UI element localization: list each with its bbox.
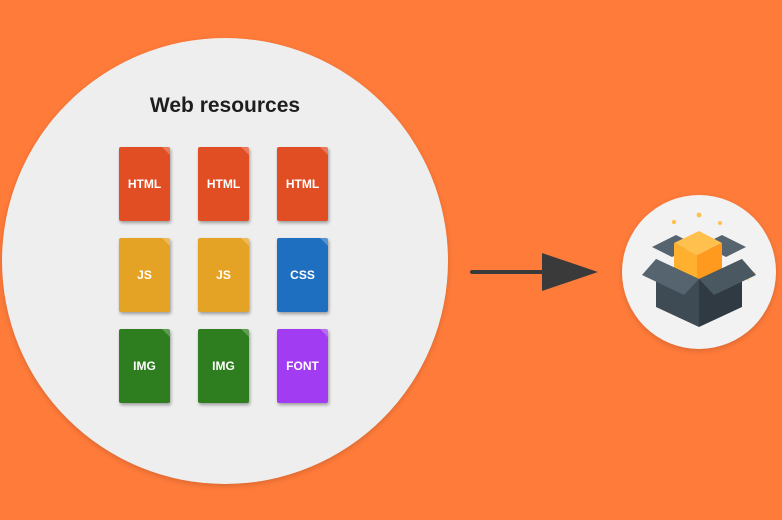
package-circle — [622, 195, 776, 349]
resource-file-html: HTML — [119, 147, 170, 221]
resource-label: HTML — [206, 177, 241, 191]
arrow-head — [542, 253, 598, 291]
resource-grid: HTML HTML HTML JS JS CSS IMG IMG FONT — [119, 147, 328, 403]
diagram-title: Web resources — [149, 94, 301, 117]
right-arrow-icon — [470, 253, 598, 291]
resource-file-html: HTML — [198, 147, 249, 221]
resources-circle: Web resources HTML HTML HTML JS JS CSS I… — [2, 38, 448, 484]
resource-file-css: CSS — [277, 238, 328, 312]
resource-file-img: IMG — [198, 329, 249, 403]
resource-label: JS — [216, 268, 231, 282]
resource-label: FONT — [286, 359, 319, 373]
resource-label: HTML — [285, 177, 320, 191]
resource-file-js: JS — [198, 238, 249, 312]
resource-file-font: FONT — [277, 329, 328, 403]
package-box-icon — [642, 212, 756, 327]
resource-label: IMG — [133, 359, 156, 373]
resource-label: IMG — [212, 359, 235, 373]
resource-file-img: IMG — [119, 329, 170, 403]
resource-label: HTML — [127, 177, 162, 191]
resource-file-html: HTML — [277, 147, 328, 221]
resource-file-js: JS — [119, 238, 170, 312]
resource-label: JS — [137, 268, 152, 282]
resource-label: CSS — [290, 268, 315, 282]
